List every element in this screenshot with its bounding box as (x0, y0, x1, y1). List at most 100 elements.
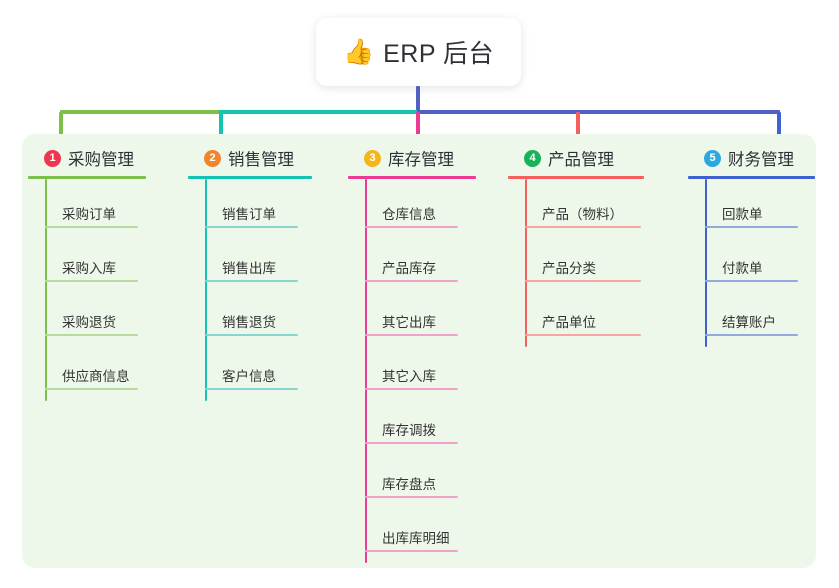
leaf-label: 结算账户 (722, 315, 776, 330)
branch-number-badge: 5 (704, 149, 721, 167)
branch-column-5: 5 财务管理回款单付款单结算账户 (688, 146, 815, 347)
root-node-title: ERP 后台 (383, 40, 495, 68)
connector-drop-1 (59, 112, 63, 148)
root-node[interactable]: 👍 ERP 后台 (316, 18, 521, 86)
branch-leaf-item[interactable]: 出库库明细 (348, 503, 476, 557)
branch-header-rule (688, 176, 815, 179)
leaf-rule (365, 550, 458, 552)
branch-leaf-item[interactable]: 客户信息 (188, 341, 312, 395)
leaf-rule (525, 226, 641, 228)
leaf-rule (365, 334, 458, 336)
leaf-rule (365, 496, 458, 498)
root-stem-connector (416, 86, 420, 112)
leaf-rule (45, 388, 138, 390)
leaf-rule (205, 280, 298, 282)
leaf-label: 库存盘点 (382, 477, 436, 492)
branch-leaf-item[interactable]: 结算账户 (688, 287, 815, 341)
leaf-rule (365, 442, 458, 444)
branch-leaf-item[interactable]: 供应商信息 (28, 341, 146, 395)
connector-bar-segment-3 (417, 110, 780, 114)
leaf-rule (205, 334, 298, 336)
branch-leaf-item[interactable]: 其它入库 (348, 341, 476, 395)
connector-bar-segment-1 (60, 110, 220, 114)
leaf-label: 产品库存 (382, 261, 436, 276)
branches-panel (22, 134, 816, 568)
leaf-rule (205, 226, 298, 228)
leaf-rule (365, 280, 458, 282)
leaf-rule (365, 226, 458, 228)
leaf-label: 采购入库 (62, 261, 116, 276)
branch-leaf-item[interactable]: 库存盘点 (348, 449, 476, 503)
leaf-label: 付款单 (722, 261, 763, 276)
branch-leaf-item[interactable]: 付款单 (688, 233, 815, 287)
branch-title: 财务管理 (728, 151, 794, 169)
branch-leaf-item[interactable]: 回款单 (688, 179, 815, 233)
leaf-label: 产品单位 (542, 315, 596, 330)
branch-header-rule (348, 176, 476, 179)
branch-header-rule (508, 176, 644, 179)
leaf-rule (705, 280, 798, 282)
branch-leaf-item[interactable]: 产品分类 (508, 233, 644, 287)
branch-number-badge: 2 (204, 149, 221, 167)
leaf-rule (365, 388, 458, 390)
connector-drop-2 (219, 112, 223, 148)
branch-leaf-item[interactable]: 销售出库 (188, 233, 312, 287)
connector-drop-3 (416, 112, 420, 148)
leaf-label: 采购退货 (62, 315, 116, 330)
branch-column-1: 1 采购管理采购订单采购入库采购退货供应商信息 (28, 146, 146, 401)
leaf-label: 产品分类 (542, 261, 596, 276)
branch-spine (705, 179, 707, 347)
branch-spine (205, 179, 207, 401)
leaf-label: 其它出库 (382, 315, 436, 330)
connector-drop-5 (777, 112, 781, 148)
branch-title: 采购管理 (68, 151, 134, 169)
branch-leaf-item[interactable]: 采购退货 (28, 287, 146, 341)
leaf-label: 其它入库 (382, 369, 436, 384)
branch-header-1[interactable]: 1 采购管理 (28, 146, 146, 170)
branch-leaf-item[interactable]: 销售退货 (188, 287, 312, 341)
branch-spine (45, 179, 47, 401)
branch-leaf-item[interactable]: 产品库存 (348, 233, 476, 287)
leaf-label: 客户信息 (222, 369, 276, 384)
leaf-rule (45, 280, 138, 282)
leaf-rule (45, 226, 138, 228)
branch-leaf-item[interactable]: 采购订单 (28, 179, 146, 233)
leaf-label: 销售出库 (222, 261, 276, 276)
branch-header-rule (28, 176, 146, 179)
branch-leaf-item[interactable]: 产品单位 (508, 287, 644, 341)
branch-title: 产品管理 (548, 151, 614, 169)
branch-number-badge: 4 (524, 149, 541, 167)
leaf-rule (45, 334, 138, 336)
branch-leaf-item[interactable]: 库存调拨 (348, 395, 476, 449)
branch-column-3: 3 库存管理仓库信息产品库存其它出库其它入库库存调拨库存盘点出库库明细 (348, 146, 476, 563)
leaf-rule (525, 280, 641, 282)
branch-leaf-item[interactable]: 仓库信息 (348, 179, 476, 233)
leaf-rule (705, 334, 798, 336)
branch-number-badge: 1 (44, 149, 61, 167)
branch-header-4[interactable]: 4 产品管理 (508, 146, 644, 170)
branch-header-3[interactable]: 3 库存管理 (348, 146, 476, 170)
connector-drop-4 (576, 112, 580, 148)
leaf-label: 回款单 (722, 207, 763, 222)
leaf-label: 仓库信息 (382, 207, 436, 222)
branch-title: 库存管理 (388, 151, 454, 169)
branch-header-rule (188, 176, 312, 179)
thumbs-up-icon: 👍 (342, 37, 375, 66)
branch-number-badge: 3 (364, 149, 381, 167)
leaf-label: 销售退货 (222, 315, 276, 330)
branch-spine (365, 179, 367, 563)
leaf-label: 销售订单 (222, 207, 276, 222)
leaf-label: 库存调拨 (382, 423, 436, 438)
connector-bar-segment-2 (219, 110, 418, 114)
leaf-label: 采购订单 (62, 207, 116, 222)
branch-leaf-item[interactable]: 采购入库 (28, 233, 146, 287)
branch-leaf-item[interactable]: 其它出库 (348, 287, 476, 341)
branch-leaf-item[interactable]: 产品（物料） (508, 179, 644, 233)
leaf-label: 出库库明细 (382, 531, 450, 546)
branch-column-4: 4 产品管理产品（物料） 产品分类产品单位 (508, 146, 644, 347)
branch-header-5[interactable]: 5 财务管理 (688, 146, 815, 170)
branch-leaf-item[interactable]: 销售订单 (188, 179, 312, 233)
leaf-rule (705, 226, 798, 228)
